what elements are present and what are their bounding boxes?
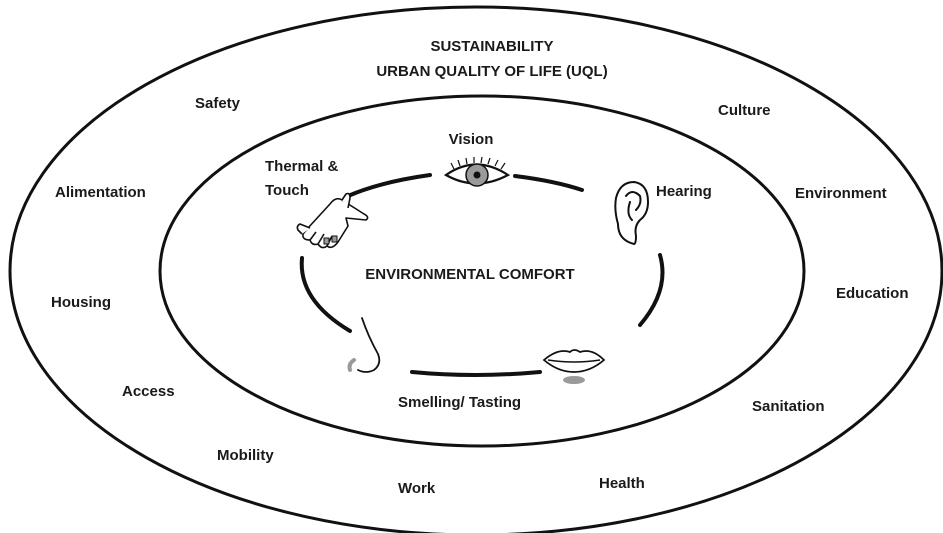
label-access: Access <box>122 383 175 400</box>
label-environment: Environment <box>795 185 887 202</box>
label-health: Health <box>599 475 645 492</box>
hand-icon <box>296 192 369 249</box>
lips-icon <box>542 349 606 384</box>
label-vision: Vision <box>448 131 494 148</box>
label-housing: Housing <box>51 294 111 311</box>
outer-title-line1: SUSTAINABILITY <box>430 38 554 55</box>
eye-icon <box>443 156 511 187</box>
label-mobility: Mobility <box>217 447 274 464</box>
label-safety: Safety <box>195 95 241 112</box>
label-education: Education <box>836 285 909 302</box>
label-alimentation: Alimentation <box>55 184 146 201</box>
label-hearing: Hearing <box>656 183 712 200</box>
label-sanitation: Sanitation <box>752 398 825 415</box>
outer-ellipse <box>8 5 943 533</box>
middle-ellipse <box>158 94 806 448</box>
nose-icon <box>347 317 381 373</box>
label-thermal-line1: Thermal & <box>265 158 339 175</box>
label-culture: Culture <box>718 102 771 119</box>
inner-title: ENVIRONMENTAL COMFORT <box>365 266 575 283</box>
label-thermal-line2: Touch <box>265 182 309 199</box>
ear-icon <box>614 180 650 246</box>
label-work: Work <box>398 480 436 497</box>
inner-ring-segments <box>299 173 665 377</box>
outer-title-line2: URBAN QUALITY OF LIFE (UQL) <box>376 63 608 80</box>
label-smelling-tasting: Smelling/ Tasting <box>398 394 522 411</box>
